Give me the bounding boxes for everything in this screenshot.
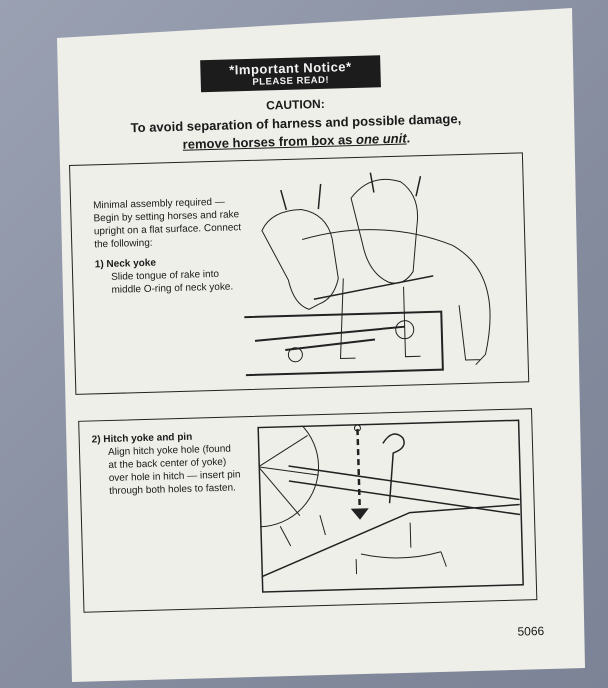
intro-text: Minimal assembly required — Begin by set… xyxy=(93,195,243,297)
step-2-text: 2) Hitch yoke and pin Align hitch yoke h… xyxy=(92,429,241,498)
caution-period: . xyxy=(406,130,411,146)
caution-line-2-text: remove horses from box as xyxy=(182,131,357,152)
step-1-line: middle O-ring of neck yoke. xyxy=(111,281,234,296)
caution-emphasis: one unit xyxy=(355,130,407,147)
horses-illustration xyxy=(240,172,491,377)
sheet-content: *Important Notice* PLEASE READ! CAUTION:… xyxy=(54,33,591,677)
intro-line: the following: xyxy=(94,237,153,251)
important-notice-banner: *Important Notice* PLEASE READ! xyxy=(200,55,381,93)
step-1-panel: Minimal assembly required — Begin by set… xyxy=(69,152,530,395)
hitch-illustration xyxy=(257,419,524,593)
step-2-line: through both holes to fasten. xyxy=(108,482,237,498)
document-number: 5066 xyxy=(517,623,545,639)
step-2-panel: 2) Hitch yoke and pin Align hitch yoke h… xyxy=(78,408,538,613)
